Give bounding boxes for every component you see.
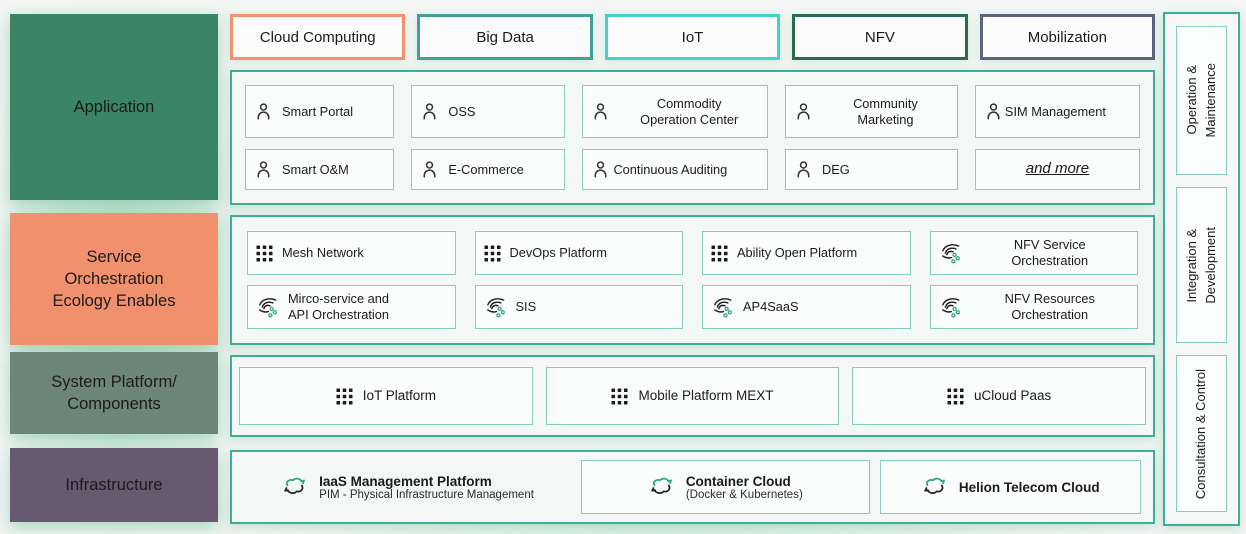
item-label: Helion Telecom Cloud <box>958 479 1100 495</box>
item-sublabel: (Docker & Kubernetes) <box>685 488 803 501</box>
item-label: DevOps Platform <box>509 245 607 260</box>
layer-column: Application Service Orchestration Ecolog… <box>10 14 218 522</box>
tab-big-data: Big Data <box>417 14 593 60</box>
tab-mobilization: Mobilization <box>979 14 1156 60</box>
orchestration-icon <box>484 296 507 319</box>
item-label: Commodity Operation Center <box>640 95 739 127</box>
item-label: AP4SaaS <box>743 299 799 314</box>
grid-icon <box>711 244 728 262</box>
lifecycle-rail: Operation & Maintenance Integration & De… <box>1163 12 1240 526</box>
item-label: Community Marketing <box>853 95 918 127</box>
item-label: SIS <box>515 299 537 314</box>
rail-integration-development: Integration & Development <box>1176 186 1227 344</box>
item-label: Ability Open Platform <box>737 245 858 260</box>
svc-item-nfv-resources-orchestration: NFV Resources Orchestration <box>929 285 1138 329</box>
rail-label: Integration & Development <box>1183 226 1218 304</box>
infra-item-iaas-management: IaaS Management Platform PIM - Physical … <box>244 460 571 514</box>
tab-iot: IoT <box>604 14 781 60</box>
item-label: OSS <box>448 103 476 119</box>
item-label: Mesh Network <box>282 245 364 260</box>
infra-item-container-cloud: Container Cloud (Docker & Kubernetes) <box>581 460 870 514</box>
sys-item-iot-platform: IoT Platform <box>239 367 533 425</box>
user-icon <box>254 102 273 121</box>
app-item-continuous-auditing: Continuous Auditing <box>582 149 768 190</box>
svc-item-mesh-network: Mesh Network <box>247 231 456 275</box>
system-platform-section: IoT Platform Mobile Platform MEXT uCloud… <box>230 355 1155 437</box>
grid-icon <box>611 387 628 405</box>
diagram-body: Cloud Computing Big Data IoT NFV Mobiliz… <box>230 14 1156 524</box>
app-item-deg: DEG <box>784 149 958 190</box>
cloud-sync-icon <box>648 476 675 498</box>
item-label: Container Cloud <box>685 473 791 489</box>
orchestration-icon <box>256 296 279 319</box>
app-item-oss: OSS <box>411 85 566 139</box>
user-icon <box>794 160 813 179</box>
app-item-community-marketing: Community Marketing <box>784 85 958 139</box>
infra-item-helion-telecom-cloud: Helion Telecom Cloud <box>879 460 1141 514</box>
rail-label: Operation & Maintenance <box>1183 63 1218 138</box>
item-label: E-Commerce <box>448 161 524 177</box>
item-label: DEG <box>821 161 850 177</box>
layer-system-platform: System Platform/ Components <box>10 352 218 434</box>
grid-icon <box>483 244 501 262</box>
app-item-commodity-operation-center: Commodity Operation Center <box>582 85 768 139</box>
app-item-smart-om: Smart O&M <box>245 149 395 190</box>
rail-operation-maintenance: Operation & Maintenance <box>1176 26 1227 175</box>
user-icon <box>794 102 813 121</box>
grid-icon <box>947 387 964 405</box>
sys-item-mobile-platform-mext: Mobile Platform MEXT <box>545 367 840 425</box>
svc-item-ap4saas: AP4SaaS <box>702 285 911 329</box>
item-sublabel: PIM - Physical Infrastructure Management <box>319 488 534 501</box>
item-label: Smart Portal <box>282 103 354 119</box>
user-icon <box>591 102 610 121</box>
user-icon <box>984 102 1003 121</box>
sys-item-ucloud-paas: uCloud Paas <box>852 367 1146 425</box>
rail-label: Consultation & Control <box>1193 368 1209 499</box>
item-label: Mirco-service and API Orchestration <box>288 291 389 322</box>
tab-nfv: NFV <box>792 14 968 60</box>
technology-tabs: Cloud Computing Big Data IoT NFV Mobiliz… <box>230 14 1156 60</box>
app-item-and-more: and more <box>974 149 1140 190</box>
app-item-sim-management: SIM Management <box>974 85 1140 139</box>
item-label: IoT Platform <box>362 387 436 403</box>
item-label: Continuous Auditing <box>613 161 728 177</box>
svc-item-devops-platform: DevOps Platform <box>474 231 683 275</box>
rail-consultation-control: Consultation & Control <box>1176 355 1227 512</box>
item-label: Mobile Platform MEXT <box>638 387 774 403</box>
orchestration-icon <box>939 296 962 319</box>
app-item-e-commerce: E-Commerce <box>411 149 566 190</box>
svc-item-micro-service-api-orchestration: Mirco-service and API Orchestration <box>247 285 456 329</box>
item-label: and more <box>1025 160 1090 178</box>
item-label: IaaS Management Platform <box>319 473 492 489</box>
tab-cloud-computing: Cloud Computing <box>230 14 406 60</box>
svc-item-sis: SIS <box>474 285 683 329</box>
cloud-sync-icon <box>921 476 948 498</box>
app-item-smart-portal: Smart Portal <box>245 85 395 139</box>
item-label: NFV Resources Orchestration <box>1004 291 1095 322</box>
grid-icon <box>256 244 273 262</box>
svc-item-ability-open-platform: Ability Open Platform <box>702 231 911 275</box>
user-icon <box>254 160 273 179</box>
item-label: SIM Management <box>1004 103 1106 119</box>
application-section: Smart Portal OSS Commodity Operation Cen… <box>230 70 1155 205</box>
user-icon <box>420 102 439 121</box>
layer-infrastructure: Infrastructure <box>10 448 218 522</box>
cloud-sync-icon <box>281 476 308 498</box>
layer-service-orchestration: Service Orchestration Ecology Enables <box>10 213 218 345</box>
infrastructure-section: IaaS Management Platform PIM - Physical … <box>230 450 1155 524</box>
grid-icon <box>336 387 353 405</box>
user-icon <box>420 160 439 179</box>
layer-application: Application <box>10 14 218 200</box>
orchestration-icon <box>939 242 962 265</box>
service-orchestration-section: Mesh Network DevOps Platform Ability Ope… <box>230 215 1155 345</box>
svc-item-nfv-service-orchestration: NFV Service Orchestration <box>929 231 1138 275</box>
item-label: NFV Service Orchestration <box>1011 237 1089 268</box>
item-label: Smart O&M <box>282 161 349 177</box>
orchestration-icon <box>711 296 734 319</box>
item-label: uCloud Paas <box>974 387 1052 403</box>
user-icon <box>591 160 610 179</box>
